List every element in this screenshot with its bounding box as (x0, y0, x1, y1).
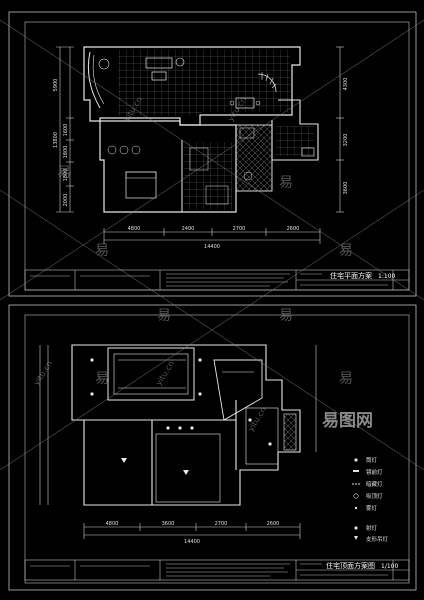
dimensions (56, 46, 344, 244)
dim-left-2: 1600 (63, 124, 69, 137)
watermark-char: 易 (279, 308, 293, 324)
watermark-char: 易 (157, 308, 171, 324)
watermark-logo: 易图网 (322, 411, 373, 431)
coffee-table-icon (151, 71, 167, 81)
title-block (24, 269, 410, 291)
watermark-char: 易 (279, 175, 293, 191)
watermark-char: 易 (57, 165, 71, 181)
sofa-icon (145, 57, 173, 69)
watermark-char: 易 (339, 243, 353, 259)
legend-label: 支形吊灯 (366, 535, 389, 543)
sheet-scale: 1:100 (378, 273, 395, 280)
lighting-legend: 筒灯 镜前灯 暗藏灯 吸顶灯 雾灯 射灯 支形吊灯 (352, 456, 389, 543)
watermark-text: yitu.cn (154, 359, 176, 387)
legend-label: 暗藏灯 (366, 480, 383, 488)
dim-bottom-total: 14400 (204, 244, 220, 250)
stair-icon (257, 73, 277, 93)
dim-left-3: 1800 (63, 146, 69, 159)
dim-bottom-4: 2600 (267, 521, 280, 527)
watermark-char: 易 (95, 371, 109, 387)
dimensions (39, 345, 317, 539)
bed-icon (125, 171, 157, 199)
dining-table-icon (235, 97, 255, 109)
dim-right-2: 3200 (343, 134, 349, 147)
ceiling-lights (90, 358, 272, 475)
ceiling-plan (71, 344, 301, 506)
title-block (24, 559, 410, 581)
dim-bottom-4: 2600 (287, 226, 300, 232)
legend-label: 镜前灯 (366, 468, 383, 476)
dim-bottom-3: 2700 (215, 521, 228, 527)
floor-plan (83, 46, 319, 213)
dim-right-1: 4300 (343, 78, 349, 91)
pendant-light-icon (121, 458, 127, 463)
dim-left-total: 13800 (53, 132, 59, 148)
sheet-title: 住宅顶面方案图 (326, 561, 375, 570)
legend-label: 吸顶灯 (366, 492, 383, 500)
legend-label: 射灯 (366, 524, 378, 532)
watermark-char: 易 (339, 371, 353, 387)
dim-bottom-2: 2400 (182, 226, 195, 232)
dim-bottom-total: 14400 (184, 539, 200, 545)
dim-bottom-1: 4800 (106, 521, 119, 527)
dim-left-4: 1800 (63, 169, 69, 182)
plant-icon (175, 57, 185, 67)
watermark-char: 易 (95, 243, 109, 259)
sheet-scale: 1/100 (381, 563, 398, 570)
legend-label: 筒灯 (366, 456, 378, 464)
dim-bottom-1: 4800 (128, 226, 141, 232)
legend-label: 雾灯 (366, 504, 378, 512)
dim-left-5: 2000 (63, 194, 69, 207)
dim-left-1: 5900 (53, 79, 59, 92)
sheet-title: 住宅平面方案 (330, 271, 372, 280)
dim-right-3: 3600 (343, 182, 349, 195)
downlight-icon (90, 358, 94, 362)
dim-bottom-3: 2700 (233, 226, 246, 232)
dim-bottom-2: 3600 (162, 521, 175, 527)
top-sheet: 4800 2400 2700 2600 14400 5900 1600 1800… (8, 11, 417, 297)
watermark-text: yitu.cn (32, 359, 54, 387)
bottom-sheet: 4800 3600 2700 2600 14400 筒灯 镜前灯 暗藏灯 吸顶灯… (8, 304, 417, 591)
